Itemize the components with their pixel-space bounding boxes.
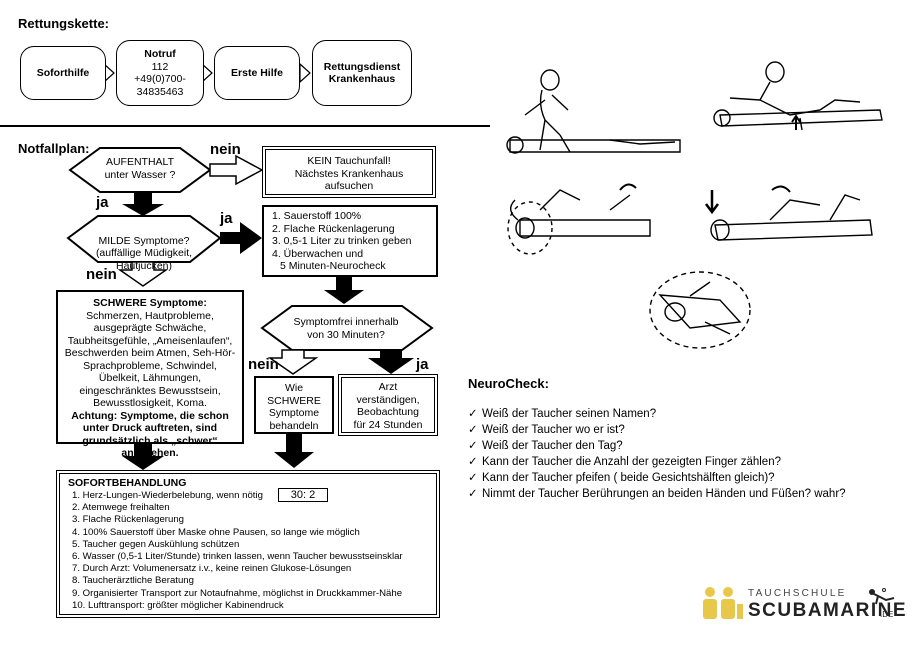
rettungskette-title: Rettungskette: (18, 16, 110, 31)
milde-step: 5 Minuten-Neurocheck (280, 260, 386, 272)
sofortbehandlung-list: 1. Herz-Lungen-Wiederbelebung, wenn nöti… (68, 490, 436, 612)
q3-text: Symptomfrei innerhalb von 30 Minuten? (293, 316, 399, 341)
check-icon: ✓ (468, 440, 478, 452)
chain-step-notruf: Notruf 112 +49(0)700- 34835463 (116, 40, 204, 106)
cpr-ratio-box: 30: 2 (278, 488, 328, 502)
sofort-item: 2. Atemwege freihalten (72, 502, 170, 514)
neurocheck-item: ✓ Weiß der Taucher den Tag? (468, 438, 846, 454)
arrow-q1-nein (209, 154, 264, 186)
sofortbehandlung-title: SOFORTBEHANDLUNG (68, 477, 187, 489)
chain-step-soforthilfe: Soforthilfe (20, 46, 106, 100)
chain-step-label: Soforthilfe (36, 66, 90, 79)
sofort-item: 4. 100% Sauerstoff über Maske ohne Pause… (72, 526, 360, 538)
arrow-wie-down (274, 434, 314, 468)
q2-no-label: nein (86, 266, 117, 283)
notfallplan-title: Notfallplan: (18, 141, 90, 156)
wie-schwere-box: Wie SCHWERE Symptome behandeln (254, 376, 334, 434)
check-icon: ✓ (468, 456, 478, 468)
sofort-item: 1. Herz-Lungen-Wiederbelebung, wenn nöti… (72, 490, 263, 501)
sofortbehandlung-box: SOFORTBEHANDLUNG 1. Herz-Lungen-Wiederbe… (56, 470, 440, 618)
q1-no-label: nein (210, 141, 241, 158)
schwere-warning: Achtung: Symptome, die schon unter Druck… (71, 409, 229, 460)
q1-text: AUFENTHALT unter Wasser ? (104, 156, 176, 181)
logo-divers-icon (703, 587, 743, 619)
schwere-title: SCHWERE Symptome: (93, 297, 207, 309)
arrow-q1-ja (122, 193, 164, 216)
q2-yes-label: ja (220, 210, 233, 227)
figure-1 (506, 69, 681, 154)
kein-tauchunfall-box: KEIN Tauchunfall! Nächstes Krankenhaus a… (262, 146, 436, 198)
sofort-item: 5. Taucher gegen Auskühlung schützen (72, 538, 240, 550)
arrow-milde-down (324, 276, 364, 304)
sofort-item: 6. Wasser (0,5-1 Liter/Stunde) trinken l… (72, 551, 403, 563)
recovery-position-illustration (506, 61, 883, 349)
q2-label: MILDE Symptome? (auffällige Müdigkeit, H… (95, 234, 193, 272)
logo-line2: SCUBAMARINE (748, 600, 907, 621)
neurocheck-list: ✓ Weiß der Taucher seinen Namen? ✓ Weiß de… (468, 406, 846, 502)
q3-no-label: nein (248, 356, 279, 373)
chain-step-label: Notruf (144, 48, 176, 60)
sofort-item: 3. Flache Rückenlagerung (72, 514, 184, 526)
neurocheck-item-text: Nimmt der Taucher Berührungen an beiden … (482, 488, 846, 500)
q1-yes-label: ja (96, 194, 109, 211)
check-icon: ✓ (468, 424, 478, 436)
logo-diver-icon (869, 588, 895, 605)
notruf-number-2b: 34835463 (136, 85, 184, 98)
figure-5 (649, 271, 751, 349)
q2-text: MILDE Symptome? (auffällige Müdigkeit, H… (92, 222, 196, 272)
check-icon: ✓ (468, 408, 478, 420)
figure-3 (507, 183, 651, 255)
arrow-q3-nein (267, 349, 319, 375)
arzt-box: Arzt verständigen, Beobachtung für 24 St… (338, 374, 438, 436)
chain-arrow-3 (299, 62, 311, 84)
figure-4 (705, 185, 873, 241)
logo-suffix: .DE (880, 610, 894, 619)
schwere-symptome-box: SCHWERE Symptome: Schmerzen, Hautproblem… (56, 290, 244, 459)
milde-step: 1. Sauerstoff 100% (272, 210, 362, 222)
q3-yes-label: ja (416, 356, 429, 373)
milde-step: 4. Überwachen und (272, 247, 364, 260)
arrow-q2-nein (117, 261, 169, 287)
chain-step-label: Erste Hilfe (231, 66, 283, 79)
neurocheck-item-text: Weiß der Taucher den Tag? (482, 440, 623, 452)
check-icon: ✓ (468, 472, 478, 484)
neurocheck-item: ✓ Kann der Taucher pfeifen ( beide Gesich… (468, 470, 846, 486)
sofort-item: 9. Organisierter Transport zur Notaufnah… (72, 587, 403, 599)
sofort-item: 7. Durch Arzt: Volumenersatz i.v., keine… (72, 563, 352, 575)
arrow-schwere-down (122, 444, 164, 470)
arrow-q3-ja (368, 350, 414, 374)
chain-step-rettungsdienst: Rettungsdienst Krankenhaus (312, 40, 412, 106)
milde-step: 3. 0,5-1 Liter zu trinken geben (272, 235, 412, 247)
milde-steps-box: 1. Sauerstoff 100% 2. Flache Rückenlager… (262, 205, 438, 277)
check-icon: ✓ (468, 488, 478, 500)
neurocheck-item-text: Kann der Taucher die Anzahl der gezeigte… (482, 456, 781, 468)
chain-step-erste-hilfe: Erste Hilfe (214, 46, 300, 100)
sofort-item: 10. Lufttransport: größter möglicher Kab… (72, 599, 284, 611)
schwere-text: Schmerzen, Hautprobleme, ausgeprägte Sch… (64, 309, 236, 410)
sofort-item: 8. Taucherärztliche Beratung (72, 575, 194, 587)
neurocheck-item: ✓ Weiß der Taucher wo er ist? (468, 422, 846, 438)
chain-step-label: Rettungsdienst Krankenhaus (323, 60, 401, 86)
arrow-q2-ja (220, 222, 262, 254)
neurocheck-item: ✓ Weiß der Taucher seinen Namen? (468, 406, 846, 422)
neurocheck-item-text: Weiß der Taucher seinen Namen? (482, 408, 657, 420)
neurocheck-item: ✓ Kann der Taucher die Anzahl der gezeigt… (468, 454, 846, 470)
neurocheck-item: ✓ Nimmt der Taucher Berührungen an beiden… (468, 486, 846, 502)
milde-step: 2. Flache Rückenlagerung (272, 222, 395, 235)
notruf-number-2a: +49(0)700- (134, 73, 186, 85)
neurocheck-title: NeuroCheck: (468, 376, 549, 391)
logo-line1: TAUCHSCHULE (748, 588, 847, 599)
neurocheck-item-text: Weiß der Taucher wo er ist? (482, 424, 625, 436)
figure-2 (713, 61, 883, 131)
notruf-number-1: 112 (151, 60, 169, 73)
neurocheck-item-text: Kann der Taucher pfeifen ( beide Gesicht… (482, 472, 775, 484)
